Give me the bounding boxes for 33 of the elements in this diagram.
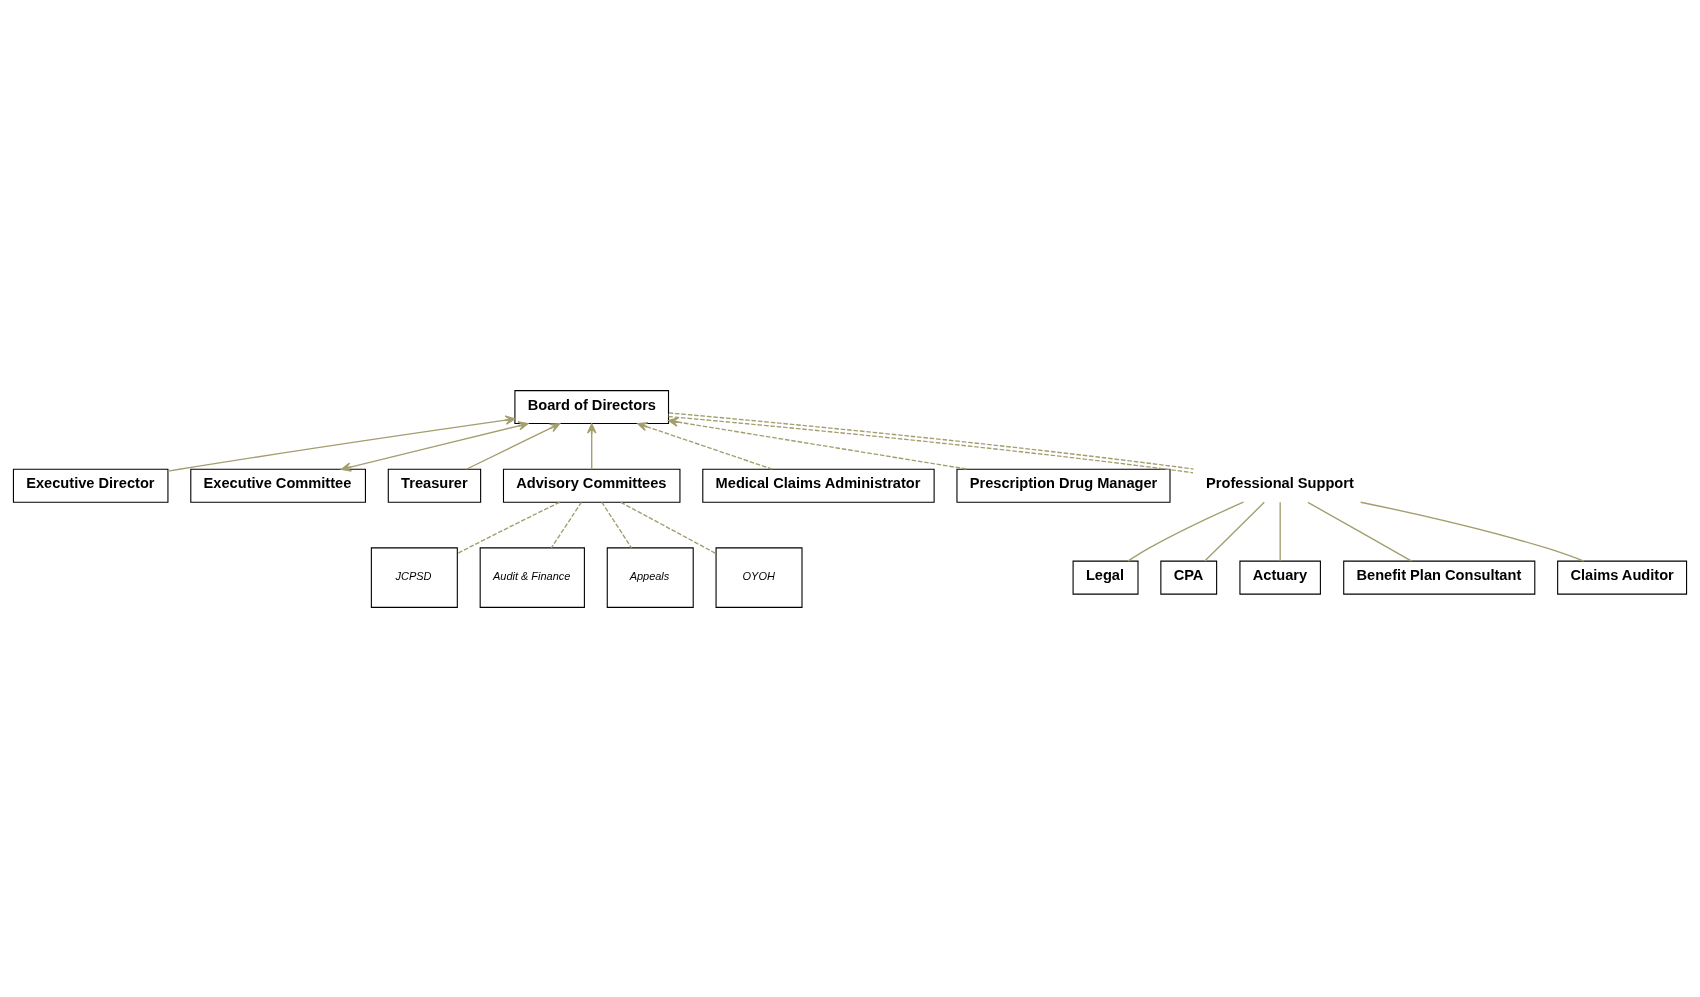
node-box: Audit & Finance <box>479 546 585 608</box>
node-box: Appeals <box>606 546 694 608</box>
node-box: CPA <box>1160 560 1218 595</box>
node-box: Advisory Committees <box>502 468 681 503</box>
connector <box>1127 501 1245 562</box>
connector <box>1307 501 1413 562</box>
connector <box>550 501 583 548</box>
node-box: Executive Director <box>12 468 169 503</box>
arrow <box>637 421 774 470</box>
node-box: Board of Directors <box>514 389 670 424</box>
node-text: Professional Support <box>1206 474 1354 491</box>
arrow <box>465 422 561 470</box>
arrow <box>167 414 516 472</box>
node-box: Legal <box>1072 560 1139 595</box>
arrow <box>340 420 529 472</box>
arrow <box>667 416 969 470</box>
connector <box>456 501 561 554</box>
connector <box>1360 501 1585 562</box>
connector <box>667 411 1195 473</box>
connector <box>1204 501 1265 562</box>
node-box: Medical Claims Administrator <box>702 468 935 503</box>
node-box: JCPSD <box>370 546 458 608</box>
node-box: Prescription Drug Manager <box>956 468 1171 503</box>
node-box: Actuary <box>1239 560 1321 595</box>
connector <box>620 501 717 554</box>
connector <box>601 501 633 548</box>
node-box: Treasurer <box>387 468 482 503</box>
arrow <box>586 422 597 470</box>
node-box: Benefit Plan Consultant <box>1343 560 1536 595</box>
connector <box>1279 501 1281 562</box>
node-box: Claims Auditor <box>1557 560 1688 595</box>
node-box: Executive Committee <box>190 468 366 503</box>
node-box: OYOH <box>715 546 803 608</box>
